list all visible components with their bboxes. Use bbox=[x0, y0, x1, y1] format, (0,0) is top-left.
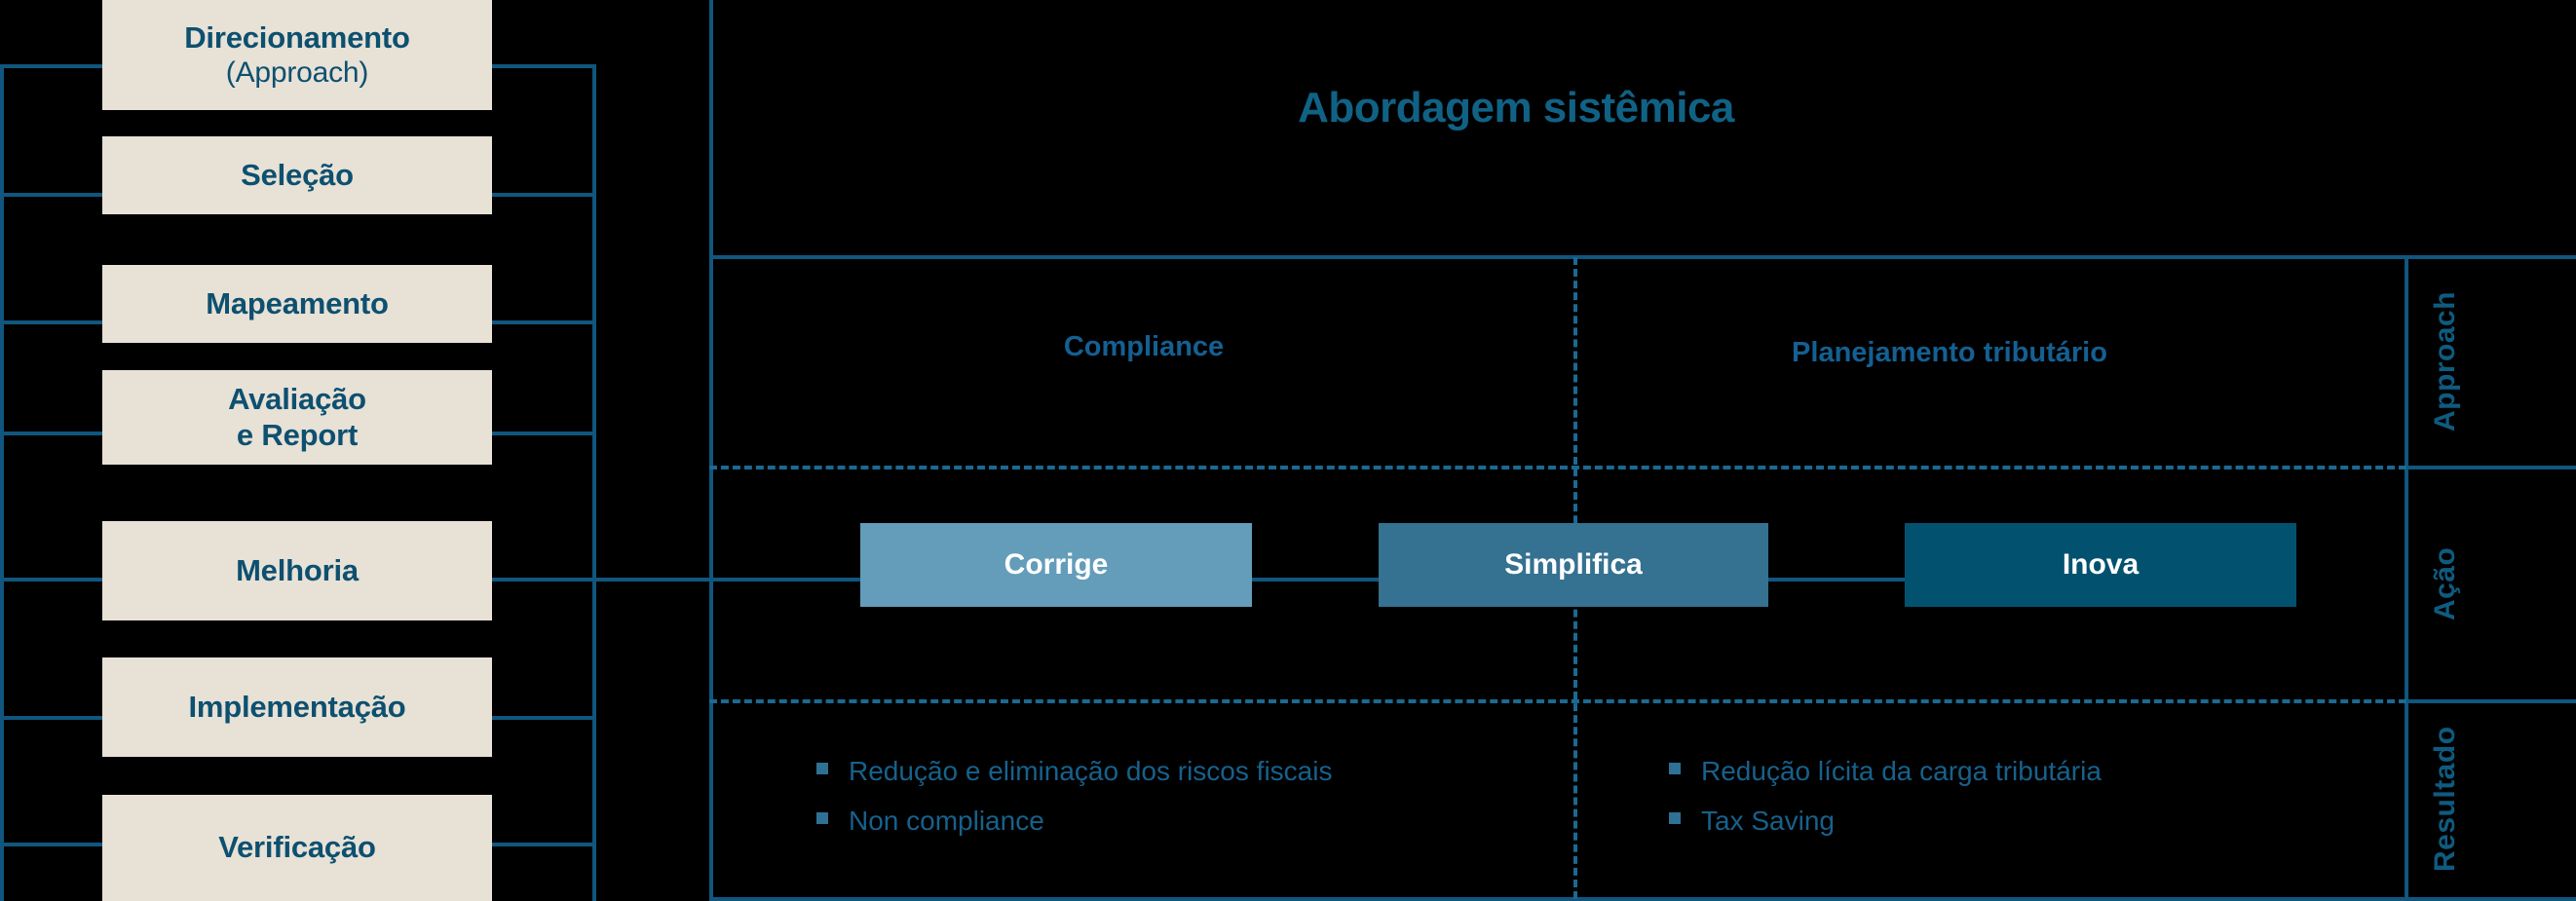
action-label-inova: Inova bbox=[2062, 548, 2140, 581]
stage-label-selecao: Seleção bbox=[241, 157, 354, 192]
connector-simplifica-inova bbox=[1768, 578, 1905, 582]
left-branch-3 bbox=[0, 320, 105, 324]
stage-label-implementacao: Implementação bbox=[188, 689, 406, 724]
action-label-simplifica: Simplifica bbox=[1504, 548, 1643, 581]
left-spine-vertical-lower bbox=[0, 514, 4, 901]
stage-box-direcionamento[interactable]: Direcionamento (Approach) bbox=[102, 0, 492, 110]
left-branch-4 bbox=[0, 432, 105, 435]
row-label-acao: Ação bbox=[2429, 546, 2461, 620]
bullet-square-icon bbox=[1669, 812, 1681, 824]
stage-label-melhoria: Melhoria bbox=[236, 552, 359, 587]
stage-box-mapeamento[interactable]: Mapeamento bbox=[102, 265, 492, 343]
panel-bottom-border bbox=[709, 897, 2576, 901]
left-branch-6 bbox=[0, 716, 105, 720]
list-item: Redução e eliminação dos riscos fiscais bbox=[816, 758, 1537, 785]
action-label-corrige: Corrige bbox=[1004, 548, 1109, 581]
column-heading-planejamento-tributario: Planejamento tributário bbox=[1792, 337, 2107, 368]
action-box-simplifica[interactable]: Simplifica bbox=[1379, 523, 1768, 607]
stage-label-e-report: e Report bbox=[236, 417, 359, 452]
stage-label-direcionamento: Direcionamento bbox=[184, 19, 410, 55]
row-label-resultado: Resultado bbox=[2429, 726, 2461, 873]
stage-box-verificacao[interactable]: Verificação bbox=[102, 795, 492, 901]
list-item: Redução lícita da carga tributária bbox=[1669, 758, 2390, 785]
result-text: Tax Saving bbox=[1701, 806, 1835, 836]
column-heading-compliance: Compliance bbox=[1063, 331, 1225, 362]
left-branch-7 bbox=[0, 843, 105, 846]
stage-label-mapeamento: Mapeamento bbox=[206, 285, 389, 320]
row-label-column-border bbox=[2405, 255, 2408, 901]
right-branch-3 bbox=[487, 320, 596, 324]
panel-title: Abordagem sistêmica bbox=[1298, 84, 1734, 131]
right-branch-6 bbox=[487, 716, 596, 720]
right-branch-2 bbox=[487, 193, 596, 197]
dashed-divider-acao-resultado bbox=[709, 699, 2406, 703]
tree-to-action-connector bbox=[592, 578, 860, 582]
right-spine-vertical bbox=[592, 64, 596, 901]
left-branch-5 bbox=[0, 578, 105, 582]
panel-title-underline bbox=[709, 255, 2576, 259]
right-branch-5 bbox=[487, 578, 596, 582]
results-list-compliance: Redução e eliminação dos riscos fiscais … bbox=[816, 758, 1537, 857]
panel-left-border bbox=[709, 0, 713, 901]
row-divider-acao-resultado bbox=[2405, 699, 2576, 703]
action-box-inova[interactable]: Inova bbox=[1905, 523, 2296, 607]
stage-box-implementacao[interactable]: Implementação bbox=[102, 657, 492, 757]
row-label-approach: Approach bbox=[2429, 291, 2461, 432]
right-branch-7 bbox=[487, 843, 596, 846]
result-text: Redução lícita da carga tributária bbox=[1701, 756, 2102, 786]
bullet-square-icon bbox=[1669, 763, 1681, 774]
result-text: Non compliance bbox=[849, 806, 1044, 836]
left-branch-2 bbox=[0, 193, 105, 197]
result-text: Redução e eliminação dos riscos fiscais bbox=[849, 756, 1333, 786]
stage-label-verificacao: Verificação bbox=[218, 830, 376, 865]
stage-box-selecao[interactable]: Seleção bbox=[102, 136, 492, 214]
stage-sublabel-direcionamento: (Approach) bbox=[225, 56, 369, 90]
bullet-square-icon bbox=[816, 763, 828, 774]
bullet-square-icon bbox=[816, 812, 828, 824]
action-box-corrige[interactable]: Corrige bbox=[860, 523, 1252, 607]
left-branch-1 bbox=[0, 64, 105, 68]
right-branch-4 bbox=[487, 432, 596, 435]
stage-label-avaliacao: Avaliação bbox=[228, 381, 366, 416]
row-divider-approach-acao bbox=[2405, 466, 2576, 469]
right-branch-1 bbox=[487, 64, 596, 68]
stage-box-avaliacao-report[interactable]: Avaliação e Report bbox=[102, 370, 492, 465]
left-spine-vertical bbox=[0, 64, 4, 514]
stage-box-melhoria[interactable]: Melhoria bbox=[102, 521, 492, 620]
dashed-divider-approach-acao bbox=[709, 466, 2406, 469]
connector-corrige-simplifica bbox=[1252, 578, 1379, 582]
list-item: Non compliance bbox=[816, 807, 1537, 835]
list-item: Tax Saving bbox=[1669, 807, 2390, 835]
results-list-planejamento: Redução lícita da carga tributária Tax S… bbox=[1669, 758, 2390, 857]
